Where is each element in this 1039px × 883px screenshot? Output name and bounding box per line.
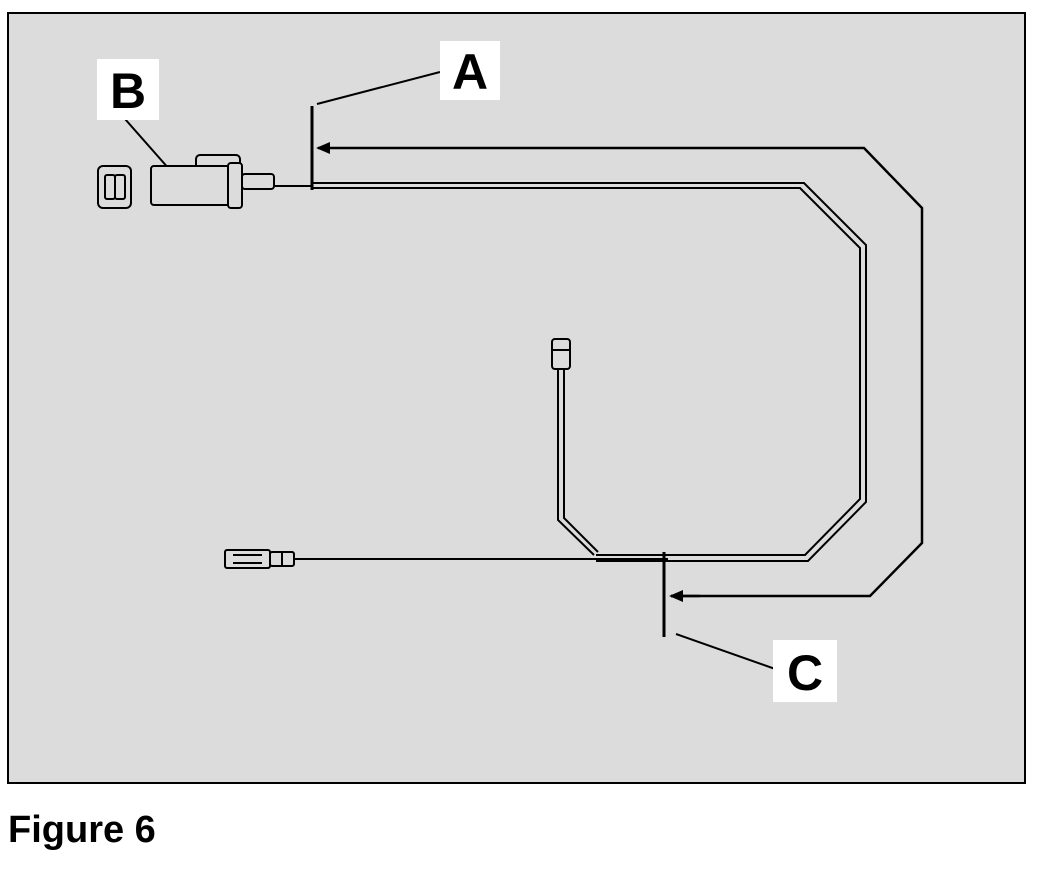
leader-line-b [124, 118, 171, 171]
harness-main-run [312, 182, 867, 562]
callout-box-b [97, 59, 159, 120]
callout-label-b: B [110, 63, 146, 119]
figure-caption: Figure 6 [8, 809, 156, 851]
leader-line-c [675, 633, 779, 671]
leader-line-a [316, 71, 441, 105]
harness-branch-wire [557, 368, 599, 556]
main-connector-icon [97, 154, 275, 209]
diagram-panel [7, 12, 1026, 784]
callout-box-c [773, 640, 837, 702]
callout-label-c: C [787, 645, 823, 701]
sensor-connector-icon [551, 338, 571, 370]
callout-box-a [440, 41, 500, 100]
wiring-harness-diagram: A B C [7, 12, 1026, 784]
callout-label-a: A [452, 44, 488, 100]
measurement-arrow [316, 142, 924, 598]
terminal-connector-icon [224, 549, 295, 569]
